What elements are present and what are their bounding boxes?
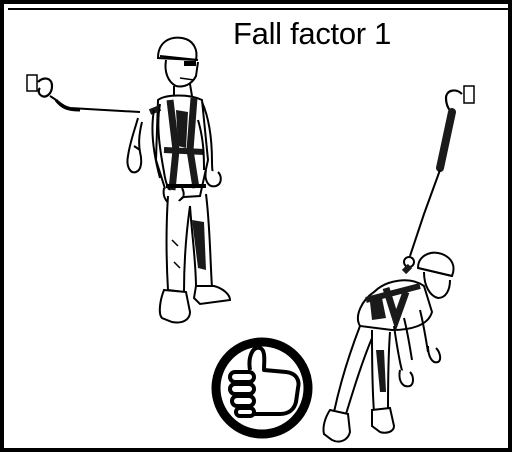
spare-carabiner-icon bbox=[127, 118, 142, 172]
hanging-worker bbox=[323, 253, 453, 442]
lanyard-rope bbox=[50, 96, 140, 112]
left-anchor-group bbox=[27, 75, 142, 172]
energy-absorber bbox=[440, 112, 452, 168]
anchor-bracket-icon bbox=[27, 75, 37, 91]
carabiner-icon bbox=[38, 79, 52, 97]
standing-worker bbox=[150, 38, 230, 323]
fall-arrest-rope bbox=[410, 170, 440, 256]
thumbs-up-badge bbox=[216, 342, 308, 434]
anchor-bracket-icon-right bbox=[464, 86, 474, 103]
right-anchor-group bbox=[404, 86, 474, 267]
